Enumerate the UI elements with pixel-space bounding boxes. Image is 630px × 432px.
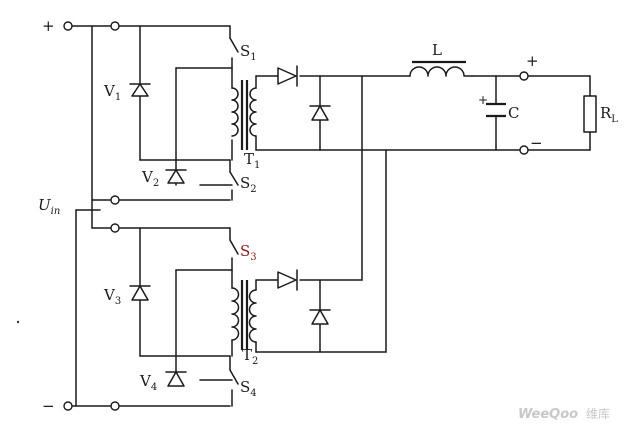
s3-label: S3 [240,242,257,263]
diode-v2 [165,169,187,184]
t1-label: T1 [244,150,260,171]
upper-forward-diode [277,65,298,87]
t2-label: T2 [242,346,258,367]
input-plus-terminal [63,21,73,31]
capacitor-c [486,102,506,118]
v1-label: V1 [103,82,121,103]
output-rails [319,75,591,151]
diode-v1 [129,83,151,97]
watermark-brand: WeeQoo [518,407,578,422]
lower-primary [139,227,239,407]
s2-label: S2 [240,174,257,195]
lower-forward-diode [277,269,298,291]
node-top-rail-terminal [110,21,120,31]
input-minus-label: − [42,397,55,415]
v3-label: V3 [103,286,121,307]
node-mid-rail-terminal-1 [110,195,120,205]
upper-secondary [255,75,411,151]
capacitor-plus-label: + [478,93,488,107]
upper-primary [139,25,239,201]
load-resistor [583,95,597,133]
lower-secondary [255,75,387,353]
stray-dot [16,320,20,324]
s4-label: S4 [240,378,257,399]
lower-freewheel-diode [309,309,331,325]
input-rails [67,25,231,407]
inductor-l [409,60,473,77]
s1-label: S1 [240,42,257,63]
load-label: RL [600,104,618,125]
node-bottom-rail-terminal [110,401,120,411]
watermark-cn: 维库 [586,406,610,421]
inductor-label: L [432,41,442,59]
capacitor-label: C [508,104,519,122]
uin-label: Uin [38,196,60,217]
output-minus-terminal [519,145,529,155]
transformer-t1 [231,80,257,150]
output-plus-terminal [519,71,529,81]
input-minus-terminal [63,401,73,411]
output-minus-label: − [530,134,543,152]
transformer-t2 [231,280,257,350]
v2-label: V2 [141,168,159,189]
node-mid-rail-terminal-2 [110,223,120,233]
output-plus-label: + [526,52,539,70]
diode-v3 [129,285,151,301]
input-plus-label: + [42,17,55,35]
diode-v4 [165,371,187,387]
v4-label: V4 [139,372,157,393]
upper-freewheel-diode [309,105,331,121]
